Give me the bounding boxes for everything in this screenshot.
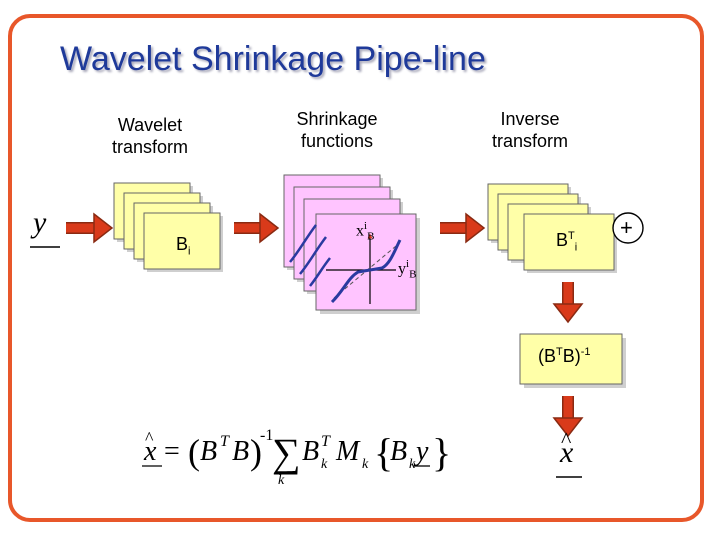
svg-text:M: M [335, 436, 361, 467]
slide-frame [8, 14, 704, 522]
shrink-x-base: x [356, 222, 364, 240]
normalizer-sup2: -1 [580, 346, 591, 358]
normalizer-block [519, 333, 626, 388]
svg-text:-1: -1 [260, 427, 273, 444]
svg-text:B: B [232, 436, 249, 467]
svg-text:): ) [250, 432, 262, 472]
shrink-x-label: xiB [356, 220, 374, 243]
normalizer-open: (B [538, 346, 556, 366]
sum-circle [612, 212, 644, 244]
arrow-down-1 [552, 282, 584, 324]
svg-text:{: { [374, 430, 393, 475]
shrink-y-base: y [398, 260, 406, 278]
svg-text:k: k [409, 457, 416, 472]
svg-text:^: ^ [145, 428, 154, 448]
normalizer-label: (BTB)-1 [538, 346, 591, 367]
inverse-label-line1: Inverse [500, 109, 560, 129]
shrink-x-sup: i [364, 220, 368, 232]
shrinkage-plot [326, 233, 402, 304]
block-bt-sub: i [574, 241, 578, 254]
block-bt-base: B [556, 230, 569, 250]
svg-text:B: B [200, 436, 217, 467]
svg-text:B: B [302, 436, 319, 467]
inverse-block-stack [487, 183, 617, 273]
svg-text:=: = [164, 436, 180, 467]
normalizer-sup1: T [556, 346, 563, 358]
svg-text:k: k [278, 473, 285, 488]
wavelet-label-line2: transform [111, 137, 189, 157]
svg-text:B: B [390, 436, 407, 467]
output-symbol: x [560, 436, 574, 469]
wavelet-transform-label: Wavelet transform [95, 114, 205, 158]
block-b-base: B [176, 234, 189, 254]
block-b-label: Bi [176, 234, 190, 258]
arrow-input [66, 212, 114, 244]
input-symbol: y [33, 206, 47, 239]
svg-text:(: ( [188, 432, 200, 472]
inverse-label-line2: transform [491, 131, 569, 151]
shrinkage-block-stack [283, 174, 420, 314]
svg-text:}: } [432, 430, 451, 475]
plus-symbol: + [620, 215, 633, 240]
arrow-to-inverse [440, 212, 486, 244]
slide-title: Wavelet Shrinkage Pipe-line [60, 40, 486, 78]
shrinkage-label-line2: functions [300, 131, 374, 151]
shrink-y-sup: i [406, 258, 410, 270]
shrinkage-label-line1: Shrinkage [296, 109, 378, 129]
svg-text:x: x [143, 436, 157, 467]
svg-text:∑: ∑ [272, 430, 301, 475]
svg-text:y: y [413, 436, 429, 467]
block-b-sub: i [188, 245, 191, 258]
reconstruction-formula: x ^ = ( B T B ) -1 ∑ k B T k M k { B k y… [142, 427, 451, 488]
block-bt-label: BTi [556, 230, 577, 254]
svg-text:T: T [321, 433, 331, 450]
shrink-y-label: yiB [398, 258, 416, 281]
svg-text:k: k [362, 457, 369, 472]
wavelet-label-line1: Wavelet [117, 115, 183, 135]
svg-text:T: T [220, 433, 230, 450]
inverse-transform-label: Inverse transform [470, 108, 590, 152]
shrink-y-sub: B [409, 268, 417, 281]
shrink-x-sub: B [367, 230, 375, 243]
block-bt-sup: T [568, 230, 575, 242]
shrinkage-functions-label: Shrinkage functions [272, 108, 402, 152]
output-hat: ^ [561, 427, 572, 452]
wavelet-block-stack [113, 182, 223, 272]
normalizer-mid: B) [562, 346, 581, 366]
svg-text:k: k [321, 457, 328, 472]
arrow-to-shrinkage [234, 212, 280, 244]
arrow-down-2 [552, 396, 584, 438]
